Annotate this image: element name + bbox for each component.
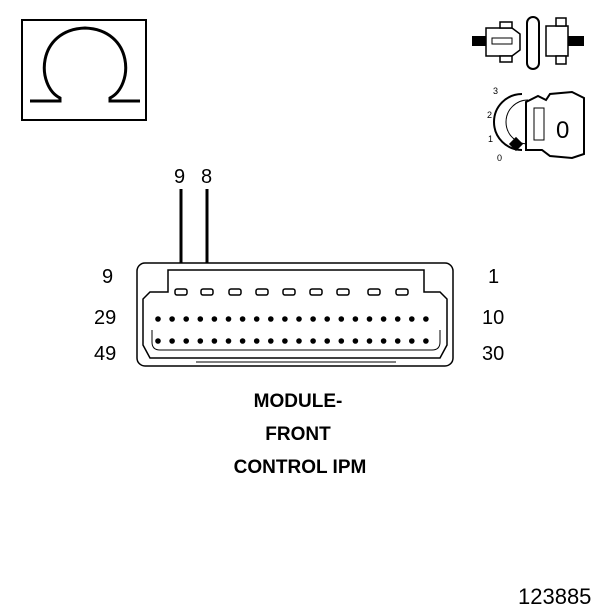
connector-label-left-29: 29 bbox=[94, 307, 116, 329]
pin-dot bbox=[423, 338, 429, 344]
figure-id: 123885 bbox=[518, 584, 591, 609]
pin-slot bbox=[367, 288, 381, 296]
connector-label-left-49: 49 bbox=[94, 343, 116, 365]
pin-dot bbox=[282, 338, 288, 344]
pin-dot bbox=[409, 316, 415, 322]
pin-dot bbox=[352, 338, 359, 344]
pin-slot bbox=[336, 288, 350, 296]
pin-dot bbox=[394, 316, 401, 322]
title-line-1: MODULE- bbox=[254, 391, 343, 412]
pin-slot bbox=[395, 288, 409, 296]
pin-dot bbox=[197, 338, 204, 344]
pin-dot bbox=[225, 338, 232, 344]
pin-dot bbox=[211, 316, 218, 322]
pin-dot bbox=[268, 338, 274, 344]
key-position-label: 0 bbox=[556, 117, 569, 144]
pin-dot bbox=[268, 316, 274, 322]
pin-slot bbox=[255, 288, 269, 296]
pin-slot bbox=[282, 288, 296, 296]
connector-pins bbox=[155, 288, 429, 344]
pin-dot bbox=[282, 316, 288, 322]
connector-label-right-1: 1 bbox=[488, 266, 499, 288]
pin-slot bbox=[228, 288, 242, 296]
pin-slot bbox=[174, 288, 188, 296]
connector-label-right-30: 30 bbox=[482, 343, 504, 365]
pin-dot bbox=[380, 316, 387, 322]
ohmmeter-symbol bbox=[21, 19, 147, 121]
pin-dot bbox=[239, 316, 246, 322]
pin-slot bbox=[200, 288, 214, 296]
arrow-label-pin-9: 9 bbox=[174, 166, 185, 188]
pin-dot bbox=[183, 316, 189, 322]
connector-body bbox=[136, 262, 454, 367]
pin-dot bbox=[225, 316, 232, 322]
pin-dot bbox=[169, 338, 175, 344]
ignition-key-icon: 3 2 1 0 0 bbox=[487, 86, 585, 163]
pin-dot bbox=[409, 338, 415, 344]
pin-dot bbox=[423, 316, 429, 322]
pin-dot bbox=[296, 316, 302, 322]
connector-label-left-9: 9 bbox=[102, 266, 113, 288]
key-position-0: 0 bbox=[497, 153, 502, 163]
connector-label-right-10: 10 bbox=[482, 307, 504, 329]
pin-dot bbox=[169, 316, 175, 322]
pin-dot bbox=[310, 316, 316, 322]
pin-dot bbox=[366, 316, 373, 322]
arrow-label-pin-8: 8 bbox=[201, 166, 212, 188]
key-position-1: 1 bbox=[488, 134, 493, 144]
pin-dot bbox=[338, 338, 345, 344]
key-position-2: 2 bbox=[487, 110, 492, 120]
key-position-3: 3 bbox=[493, 86, 498, 96]
pin-dot bbox=[197, 316, 204, 322]
pin-dot bbox=[183, 338, 189, 344]
pin-dot bbox=[380, 338, 387, 344]
pin-dot bbox=[366, 338, 373, 344]
pin-dot bbox=[155, 338, 161, 344]
pin-dot bbox=[310, 338, 316, 344]
disconnected-connector-icon bbox=[472, 16, 584, 70]
pin-dot bbox=[155, 316, 161, 322]
title-line-3: CONTROL IPM bbox=[234, 457, 367, 478]
title-line-2: FRONT bbox=[265, 424, 331, 445]
pin-dot bbox=[296, 338, 302, 344]
pin-dot bbox=[324, 316, 331, 322]
pin-dot bbox=[352, 316, 359, 322]
pin-dot bbox=[211, 338, 218, 344]
pin-dot bbox=[253, 338, 260, 344]
pin-dot bbox=[239, 338, 246, 344]
pin-dot bbox=[394, 338, 401, 344]
pin-dot bbox=[338, 316, 345, 322]
pin-slot bbox=[309, 288, 323, 296]
pin-dot bbox=[253, 316, 260, 322]
pin-dot bbox=[324, 338, 331, 344]
